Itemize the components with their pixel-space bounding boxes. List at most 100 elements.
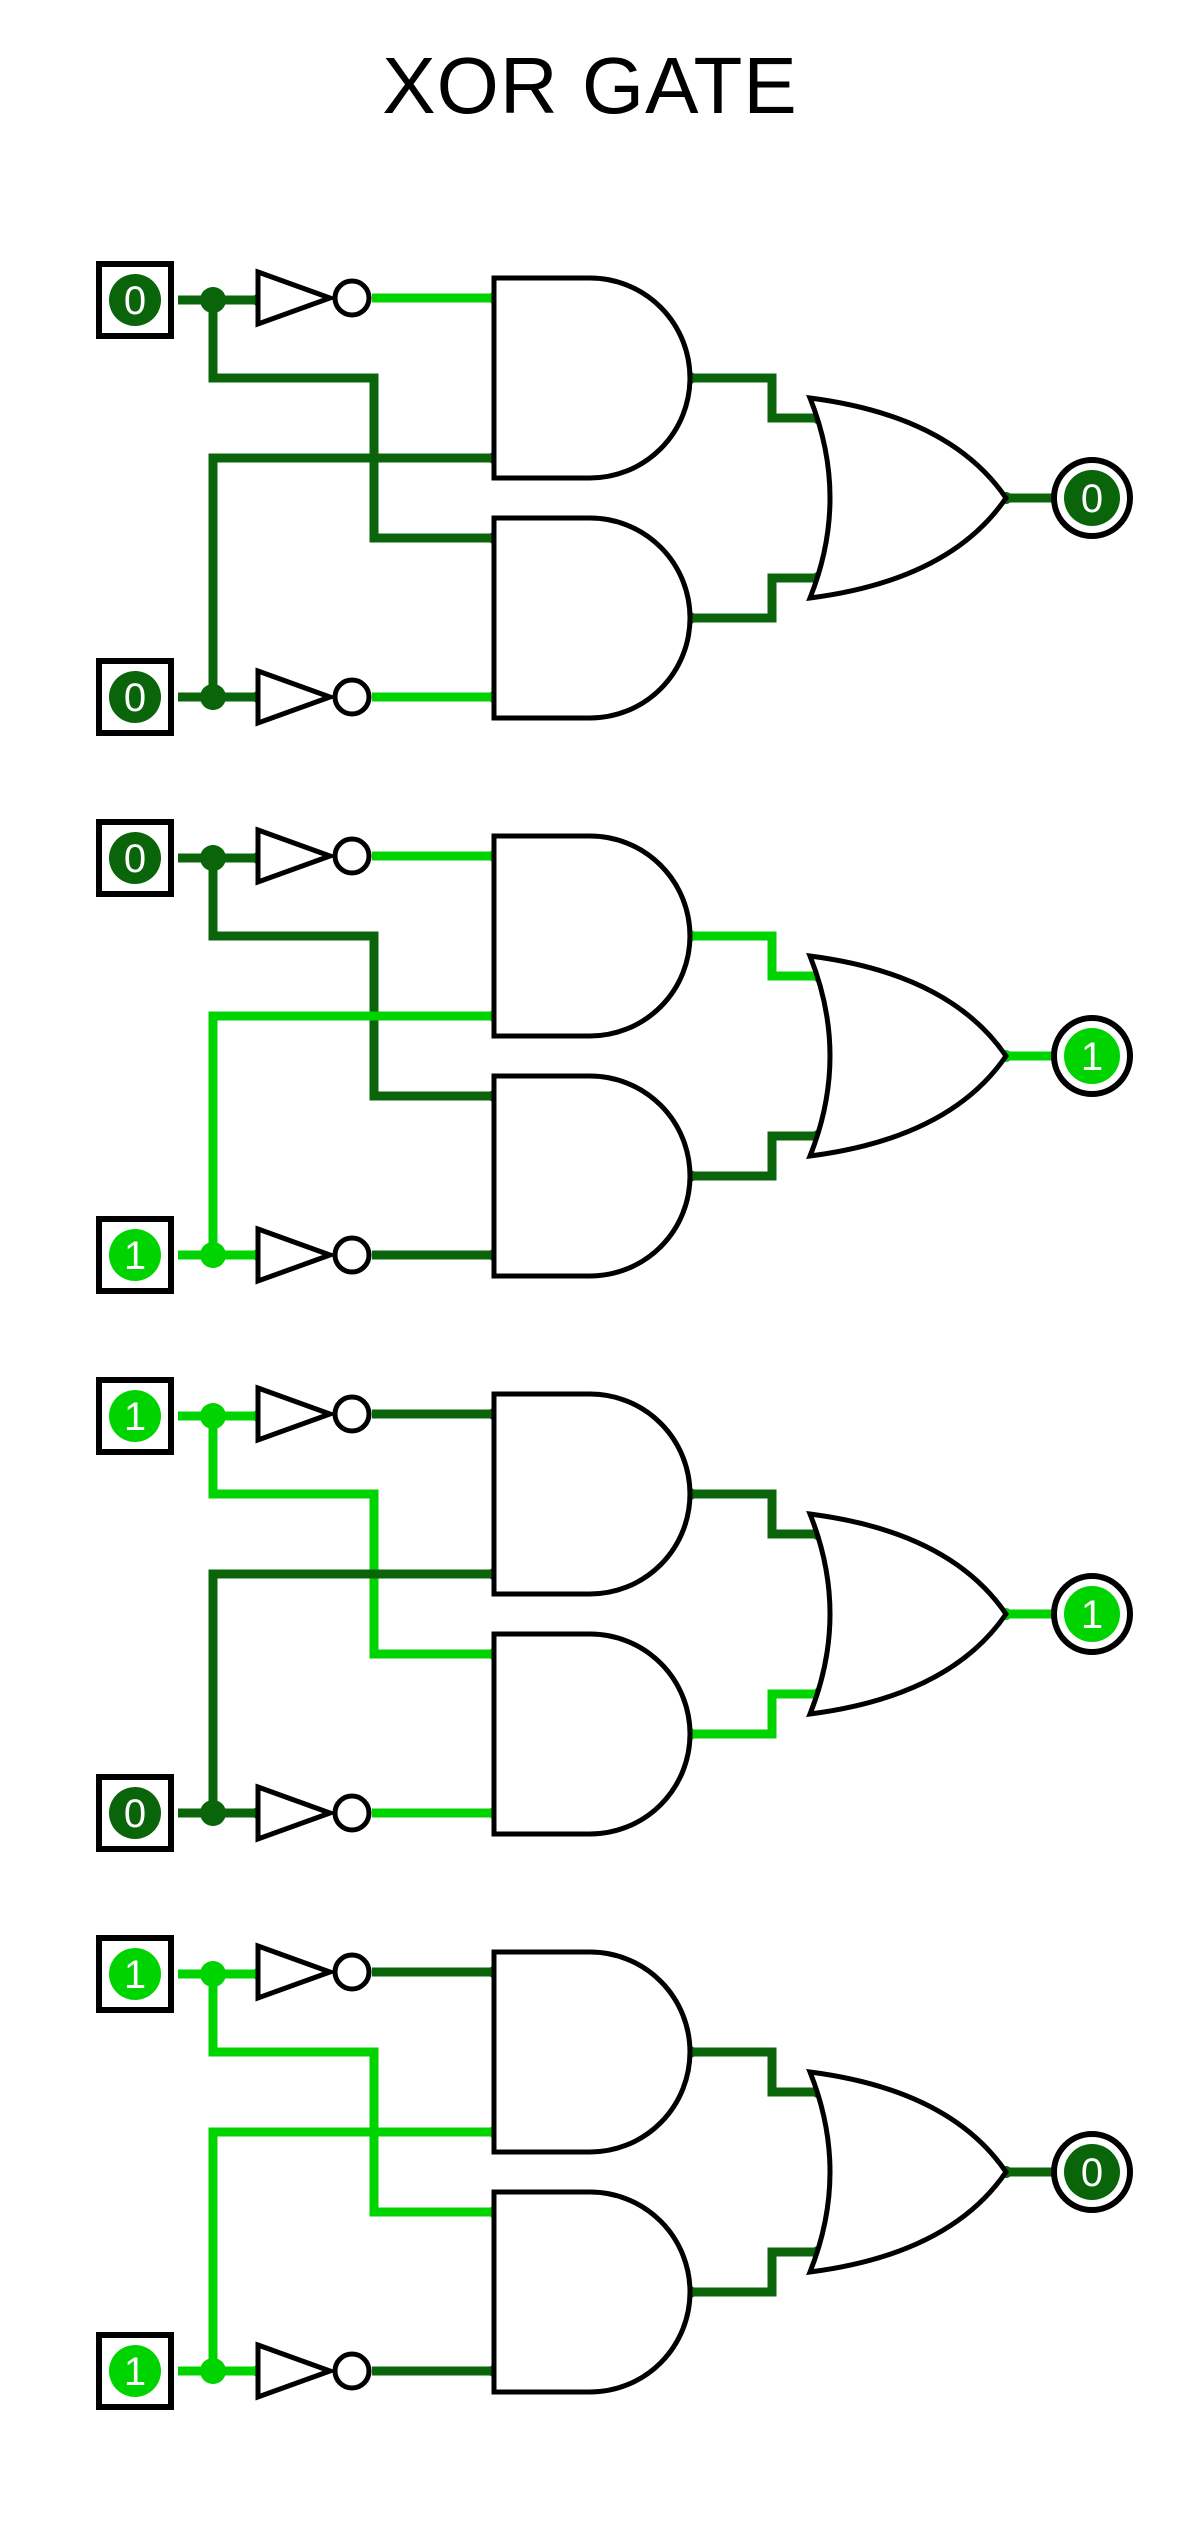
input-a-to-and2-wire [208,858,494,1101]
and2-output-wire [690,1689,818,1739]
output-led: 1 [1051,1015,1133,1097]
output-led-fill [1064,2144,1120,2200]
input-b-to-and1-wire [208,453,494,697]
and1-output-wire [690,931,818,981]
xor-circuit-1: 0 0 0 [96,261,1133,736]
input-value: 0 [124,676,146,720]
input-b: 1 [96,2332,174,2410]
input-b: 0 [96,658,174,736]
output-led-fill [1064,1028,1120,1084]
input-led [109,1390,161,1442]
input-led [109,671,161,723]
and2-output-wire [690,1131,818,1181]
input-value: 1 [124,1234,146,1278]
not-gate-body [255,1942,338,2002]
not-gate-a [255,826,372,886]
and-gate-2 [491,1631,693,1837]
output-value: 0 [1081,477,1103,521]
not-gate-bubble [332,278,372,318]
output-value: 0 [1081,2151,1103,2195]
junction-dot [200,1403,226,1429]
input-b-to-and1-wire [208,2127,494,2371]
input-a: 1 [96,1377,174,1455]
not-gate-body [255,826,338,886]
not-gate-b [255,1783,372,1843]
junction-dot [200,1800,226,1826]
or-gate [806,394,1010,602]
output-led-fill [1064,1586,1120,1642]
and1-output-wire [690,2047,818,2097]
and-gate-2 [491,515,693,721]
not-gate-bubble [332,836,372,876]
not-gate-b [255,667,372,727]
input-value: 1 [124,1953,146,1997]
not-gate-a [255,268,372,328]
not-gate-body [255,667,338,727]
page-title: XOR GATE [382,41,798,130]
input-value: 1 [124,1395,146,1439]
not-gate-bubble [332,1394,372,1434]
and2-output-wire [690,573,818,623]
junction-dot [200,287,226,313]
not-gate-bubble [332,2351,372,2391]
and1-output-wire [690,373,818,423]
input-led [109,2345,161,2397]
output-value: 1 [1081,1593,1103,1637]
junction-dot [200,1242,226,1268]
input-b: 0 [96,1774,174,1852]
input-a: 0 [96,819,174,897]
input-b-to-and1-wire [208,1011,494,1255]
not-gate-bubble [332,1952,372,1992]
and-gate-2 [491,2189,693,2395]
not-gate-body [255,1783,338,1843]
input-led [109,832,161,884]
not-gate-body [255,2341,338,2401]
input-a-to-and2-wire [208,1416,494,1659]
and-gate-1 [491,833,693,1039]
input-value: 0 [124,837,146,881]
xor-circuit-4: 1 1 0 [96,1935,1133,2410]
and-gate-1 [491,275,693,481]
not-gate-b [255,2341,372,2401]
or-gate [806,1510,1010,1718]
input-b: 1 [96,1216,174,1294]
and-gate-2 [491,1073,693,1279]
not-gate-body [255,1384,338,1444]
not-gate-b [255,1225,372,1285]
not-gate-bubble [332,1793,372,1833]
input-b-to-and1-wire [208,1569,494,1813]
junction-dot [200,1961,226,1987]
input-value: 0 [124,1792,146,1836]
not-gate-body [255,1225,338,1285]
output-led: 1 [1051,1573,1133,1655]
input-value: 0 [124,279,146,323]
not-gate-a [255,1942,372,2002]
input-a-to-and2-wire [208,300,494,543]
input-led [109,1229,161,1281]
not-gate-a [255,1384,372,1444]
or-gate [806,952,1010,1160]
not-gate-bubble [332,677,372,717]
output-led: 0 [1051,2131,1133,2213]
or-gate [806,2068,1010,2276]
input-a-to-and2-wire [208,1974,494,2217]
xor-circuit-3: 1 0 1 [96,1377,1133,1852]
not-gate-bubble [332,1235,372,1275]
junction-dot [200,2358,226,2384]
output-led: 0 [1051,457,1133,539]
output-value: 1 [1081,1035,1103,1079]
input-led [109,274,161,326]
input-led [109,1948,161,2000]
input-a: 0 [96,261,174,339]
junction-dot [200,845,226,871]
and-gate-1 [491,1391,693,1597]
xor-circuit-2: 0 1 1 [96,819,1133,1294]
input-a: 1 [96,1935,174,2013]
and2-output-wire [690,2247,818,2297]
junction-dot [200,684,226,710]
input-led [109,1787,161,1839]
not-gate-body [255,268,338,328]
and-gate-1 [491,1949,693,2155]
input-value: 1 [124,2350,146,2394]
